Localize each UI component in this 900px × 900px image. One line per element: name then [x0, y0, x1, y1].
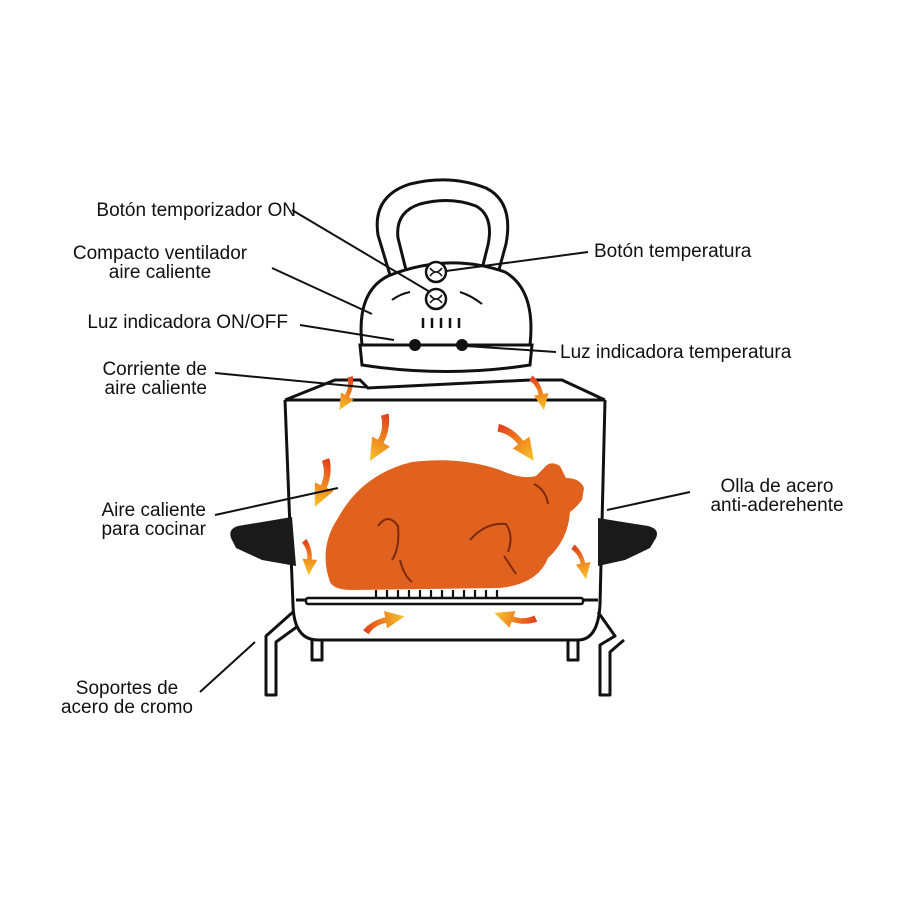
label-cooking-air: Aire caliente para cocinar [101, 500, 206, 540]
leader-cooking-air [214, 487, 339, 516]
leader-on-off-light [299, 324, 395, 341]
air-arrow [570, 542, 594, 581]
turkey [325, 460, 584, 590]
leader-lines [199, 209, 691, 693]
air-arrow [299, 538, 319, 576]
leader-fan [271, 267, 373, 315]
leader-timer-button [291, 209, 431, 293]
label-pot: Olla de acero anti-aderehente [710, 476, 844, 516]
leader-hot-air-current [214, 372, 373, 389]
label-temp-button: Botón temperatura [594, 241, 752, 262]
rack [304, 590, 585, 606]
label-support: Soportes de acero de cromo [60, 678, 193, 718]
label-temp-light: Luz indicadora temperatura [560, 342, 792, 363]
timer-knob [424, 260, 448, 284]
air-arrow [494, 413, 543, 469]
chrome-stand [264, 610, 625, 697]
label-fan: Compacto ventilador aire caliente [72, 243, 248, 283]
leader-support [199, 641, 256, 693]
temperature-knob [424, 287, 448, 311]
lid [358, 261, 534, 373]
pot-dome [284, 378, 606, 402]
left-pot-handle [230, 517, 296, 566]
lid-handle [375, 178, 510, 289]
on-off-light [409, 339, 421, 351]
temperature-light [456, 339, 468, 351]
leader-temp-light [465, 345, 557, 353]
air-arrow [491, 602, 539, 636]
label-on-off-light: Luz indicadora ON/OFF [87, 312, 288, 333]
label-timer-button: Botón temporizador ON [96, 200, 296, 221]
leader-temp-button [445, 251, 589, 272]
right-pot-handle [598, 518, 657, 566]
air-arrow [358, 410, 404, 467]
air-arrow [302, 455, 346, 512]
label-hot-air-current: Corriente de aire caliente [102, 359, 207, 399]
leader-pot [606, 491, 691, 511]
air-arrow [360, 607, 407, 635]
